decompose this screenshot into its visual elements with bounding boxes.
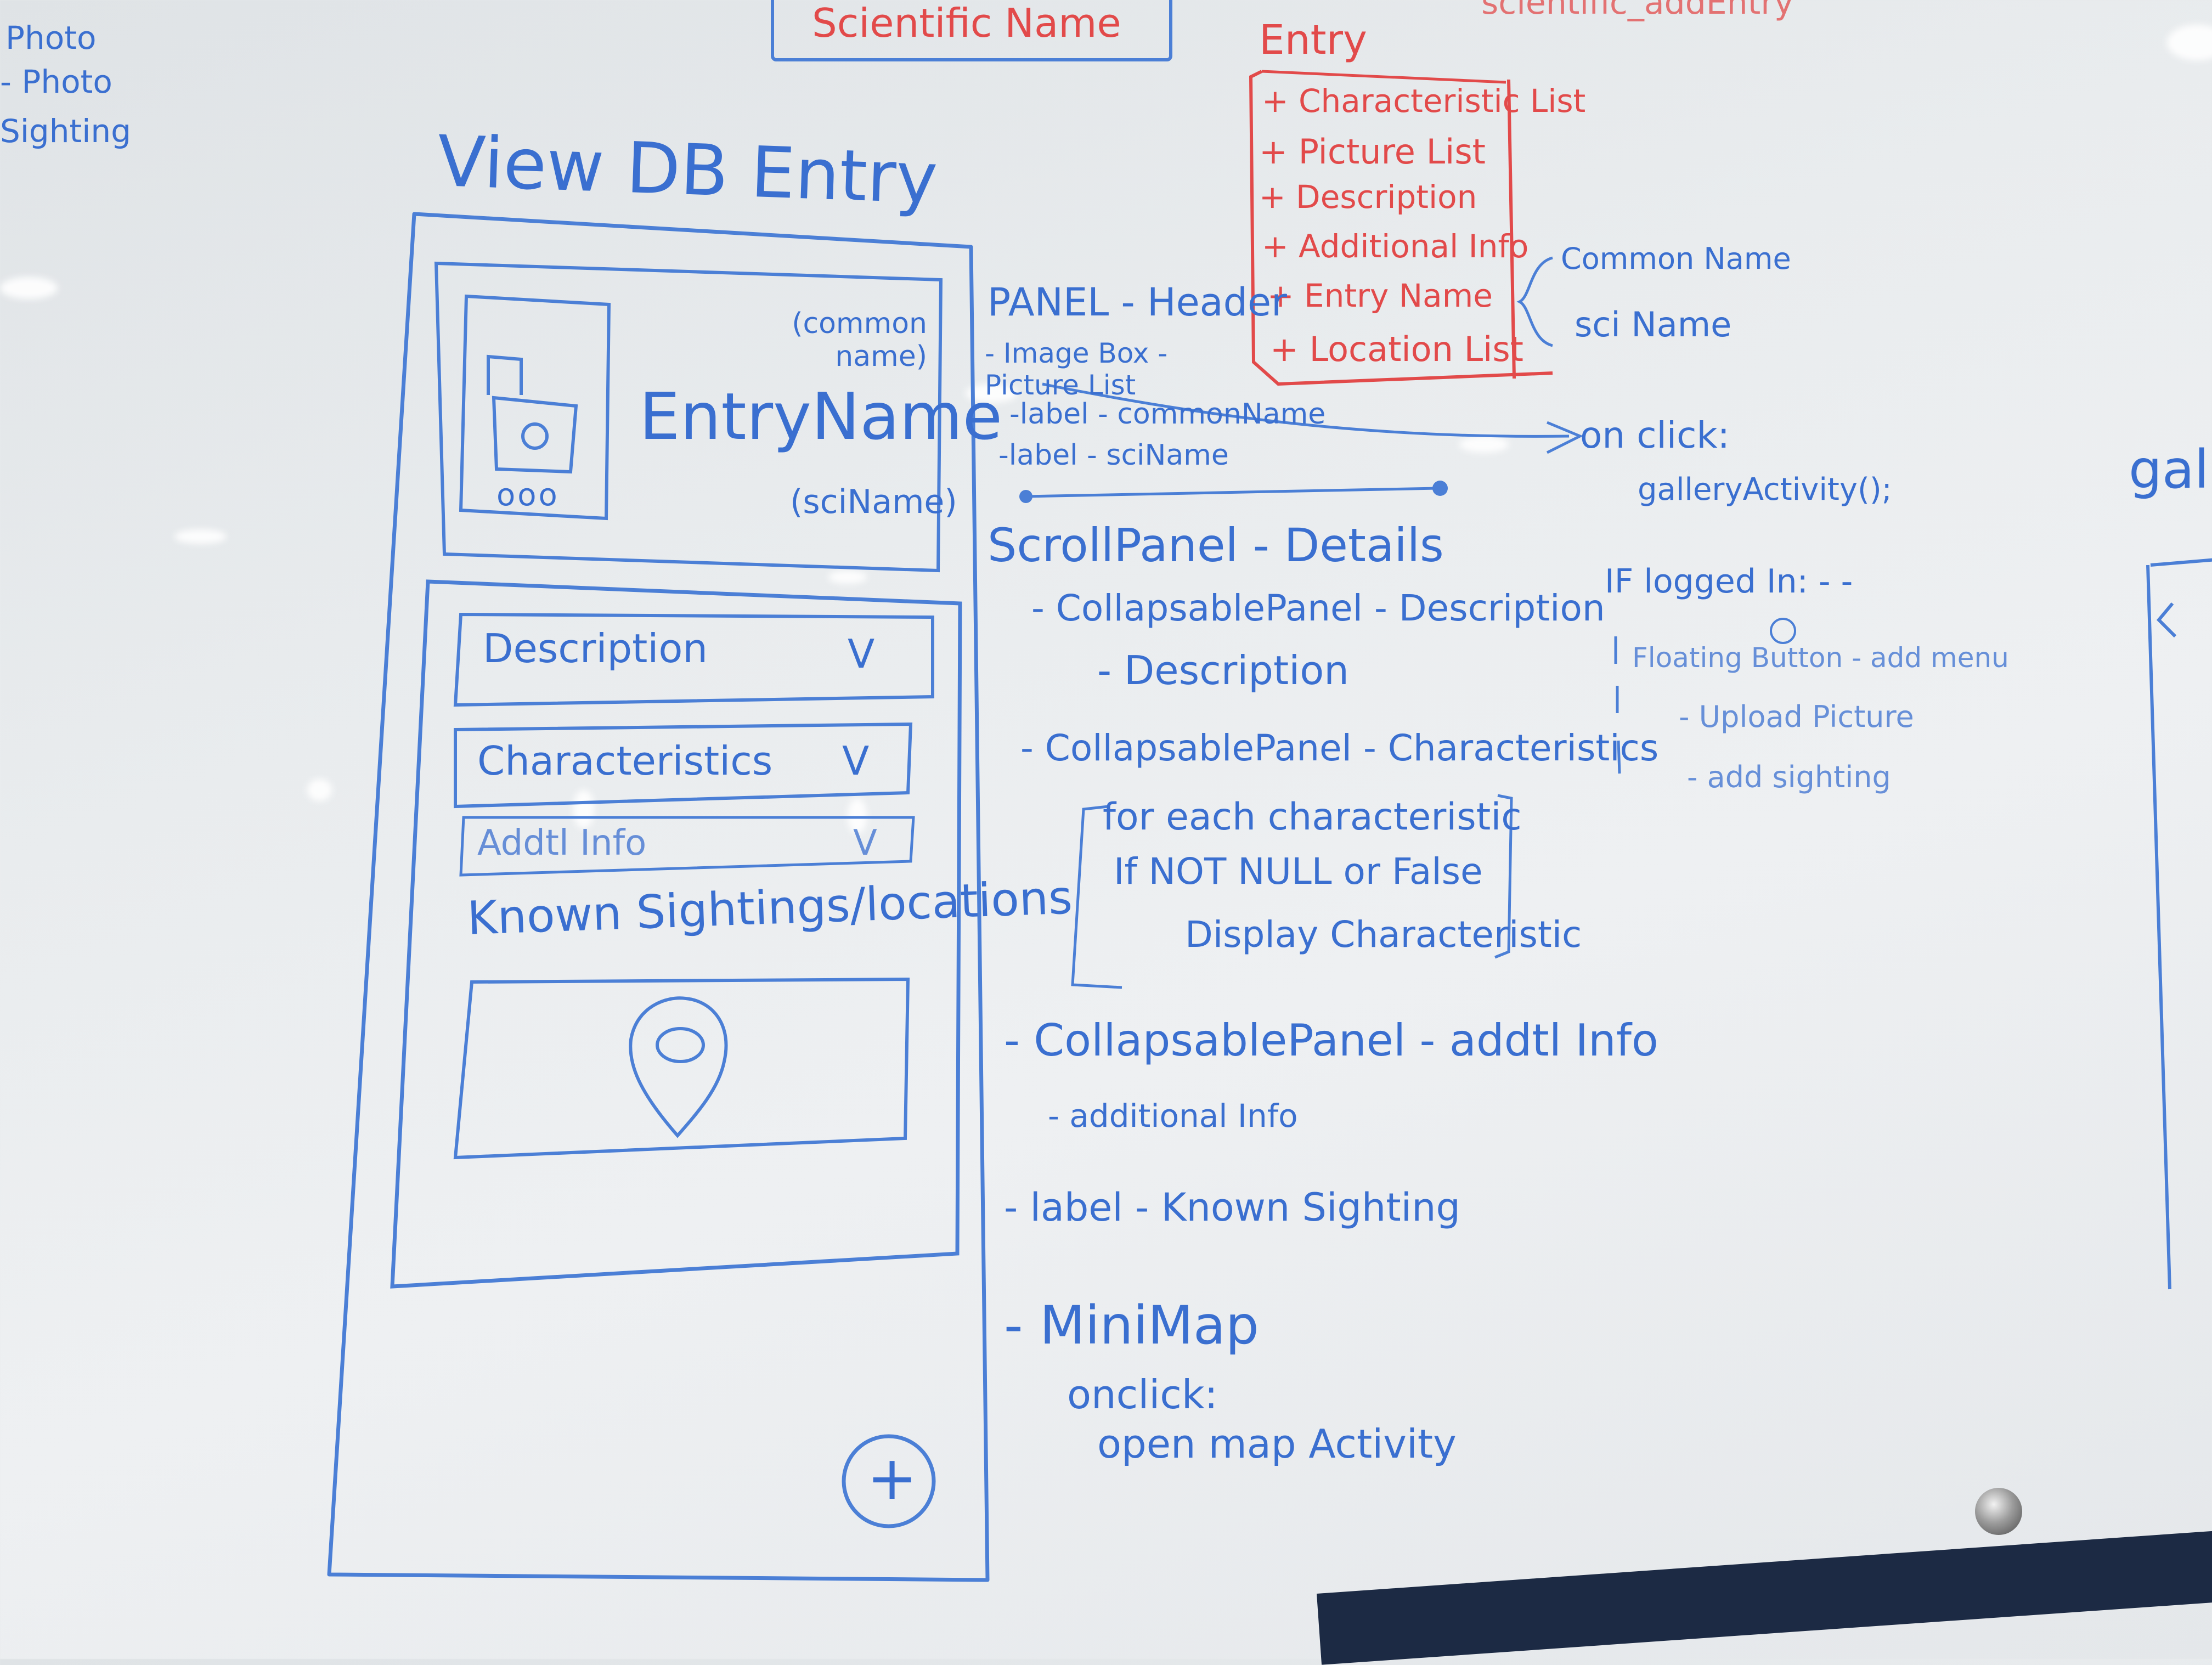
top-box-label: Scientific Name bbox=[812, 0, 1121, 46]
note-additional-info: - additional Info bbox=[1048, 1097, 1298, 1135]
note-gallery-activity: galleryActivity(); bbox=[1638, 472, 1892, 507]
note-label-common: -label - commonName bbox=[1009, 398, 1326, 431]
note-display: Display Characteristic bbox=[1185, 913, 1582, 956]
note-panel-header: PANEL - Header bbox=[988, 280, 1287, 325]
light-glare bbox=[174, 529, 227, 544]
entry-class-title: Entry bbox=[1259, 16, 1367, 64]
row-addtl-info-chevron: V bbox=[853, 823, 877, 863]
entry-field-additional: + Additional Info bbox=[1262, 228, 1529, 265]
row-description-chevron: V bbox=[848, 631, 875, 677]
left-note-1: Photo bbox=[5, 19, 97, 57]
note-if-logged-in: IF logged In: - - bbox=[1605, 562, 1853, 601]
note-add-sighting: - add sighting bbox=[1687, 760, 1891, 794]
mock-sci-name: (sciName) bbox=[790, 483, 957, 521]
top-right-cutoff-text: scientific_addEntry bbox=[1481, 0, 1794, 22]
light-glare bbox=[828, 571, 867, 584]
row-characteristics-label: Characteristics bbox=[477, 738, 773, 784]
mock-common-name: (common name) bbox=[792, 307, 927, 373]
note-upload-picture: - Upload Picture bbox=[1679, 699, 1914, 734]
top-scientific-box bbox=[771, 0, 1172, 61]
light-glare bbox=[307, 779, 332, 801]
row-characteristics-chevron: V bbox=[842, 738, 870, 784]
left-note-2: - Photo bbox=[0, 63, 112, 100]
note-minimap-onclick: onclick: bbox=[1067, 1371, 1218, 1418]
note-label-known: - label - Known Sighting bbox=[1004, 1185, 1460, 1230]
entry-field-characteristic: + Characteristic List bbox=[1262, 82, 1586, 120]
note-image-box: - Image Box - Picture List bbox=[985, 337, 1168, 401]
note-cp-addtl: - CollapsablePanel - addtl Info bbox=[1004, 1015, 1658, 1066]
entry-field-entry-name: + Entry Name bbox=[1267, 277, 1493, 314]
mock-image-dots: ooo bbox=[496, 477, 560, 513]
right-edge-gallery-text: galle bbox=[2129, 439, 2212, 500]
light-glare bbox=[0, 277, 58, 299]
light-glare bbox=[1459, 436, 1509, 453]
note-open-map: open map Activity bbox=[1097, 1421, 1457, 1467]
note-onclick: on click: bbox=[1580, 414, 1730, 456]
note-cp-description: - CollapsablePanel - Description bbox=[1031, 587, 1605, 629]
light-glare bbox=[2167, 25, 2212, 60]
entry-field-description: + Description bbox=[1259, 178, 1477, 216]
light-glare bbox=[573, 790, 594, 828]
mock-entry-name: EntryName bbox=[639, 379, 1003, 454]
note-label-sci: -label - sciName bbox=[998, 439, 1229, 472]
note-cp-characteristics: - CollapsablePanel - Characteristics bbox=[1020, 727, 1659, 769]
note-description: - Description bbox=[1097, 647, 1349, 693]
entry-name-common: Common Name bbox=[1561, 241, 1791, 276]
row-addtl-info-label: Addtl Info bbox=[477, 823, 647, 863]
note-minimap: - MiniMap bbox=[1004, 1295, 1259, 1356]
row-description-label: Description bbox=[483, 625, 708, 671]
entry-field-picture: + Picture List bbox=[1259, 132, 1486, 172]
note-scroll-panel: ScrollPanel - Details bbox=[988, 518, 1444, 572]
left-note-3: Sighting bbox=[0, 112, 131, 150]
entry-name-sci: sci Name bbox=[1575, 304, 1732, 345]
entry-field-location: + Location List bbox=[1270, 329, 1523, 369]
note-for-each: for each characteristic bbox=[1103, 795, 1522, 839]
mock-fab-plus: + bbox=[867, 1443, 918, 1513]
magnet-knob bbox=[1975, 1488, 2022, 1535]
note-if-not-null: If NOT NULL or False bbox=[1114, 850, 1483, 893]
note-floating-button: Floating Button - add menu bbox=[1632, 642, 2009, 674]
